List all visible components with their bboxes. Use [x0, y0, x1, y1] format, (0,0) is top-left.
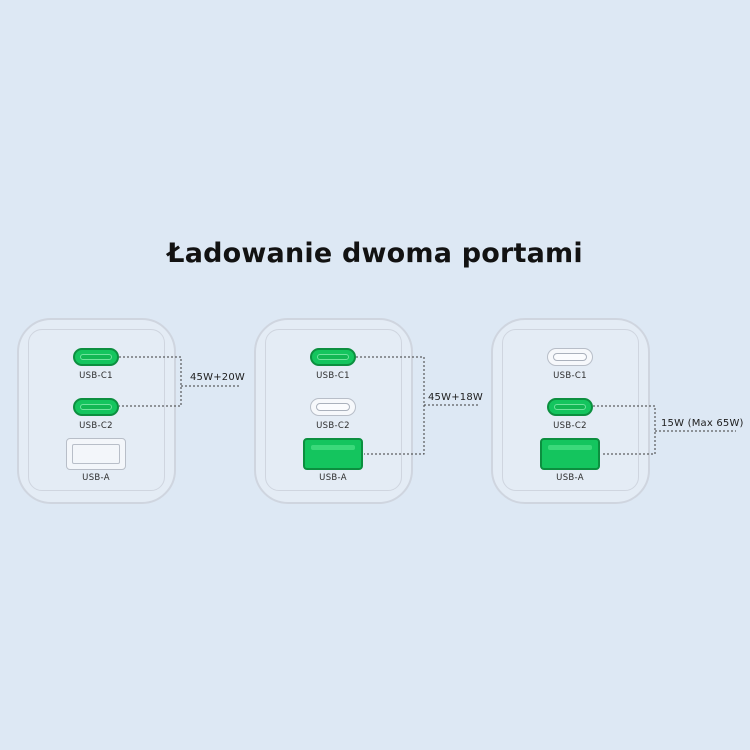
usb-a-label: USB-A [556, 473, 584, 483]
charger-faceplate [265, 329, 402, 491]
connector-line-3 [593, 405, 656, 455]
usb-c1-label: USB-C1 [79, 371, 113, 381]
charger-1: USB-C1 USB-C2 USB-A [17, 318, 176, 504]
charger-3: USB-C1 USB-C2 USB-A [491, 318, 650, 504]
connector-line-1 [119, 356, 182, 407]
power-label-2: 45W+18W [428, 392, 484, 403]
usb-c2-label: USB-C2 [553, 421, 587, 431]
usb-a-label: USB-A [319, 473, 347, 483]
usb-a-port [540, 438, 600, 470]
usb-c1-label: USB-C1 [553, 371, 587, 381]
usb-c2-port [547, 398, 593, 416]
usb-c2-port [310, 398, 356, 416]
usb-a-port [303, 438, 363, 470]
usb-c1-port [73, 348, 119, 366]
power-label-3: 15W (Max 65W) [661, 418, 744, 429]
usb-c2-port [73, 398, 119, 416]
usb-c1-port [547, 348, 593, 366]
charger-faceplate [502, 329, 639, 491]
usb-c2-label: USB-C2 [79, 421, 113, 431]
usb-c1-label: USB-C1 [316, 371, 350, 381]
usb-c2-label: USB-C2 [316, 421, 350, 431]
charger-faceplate [28, 329, 165, 491]
usb-a-port [66, 438, 126, 470]
usb-c1-port [310, 348, 356, 366]
usb-a-label: USB-A [82, 473, 110, 483]
page-title: Ładowanie dwoma portami [167, 238, 583, 269]
power-label-1: 45W+20W [190, 372, 246, 383]
charger-2: USB-C1 USB-C2 USB-A [254, 318, 413, 504]
connector-line-2 [356, 356, 425, 455]
